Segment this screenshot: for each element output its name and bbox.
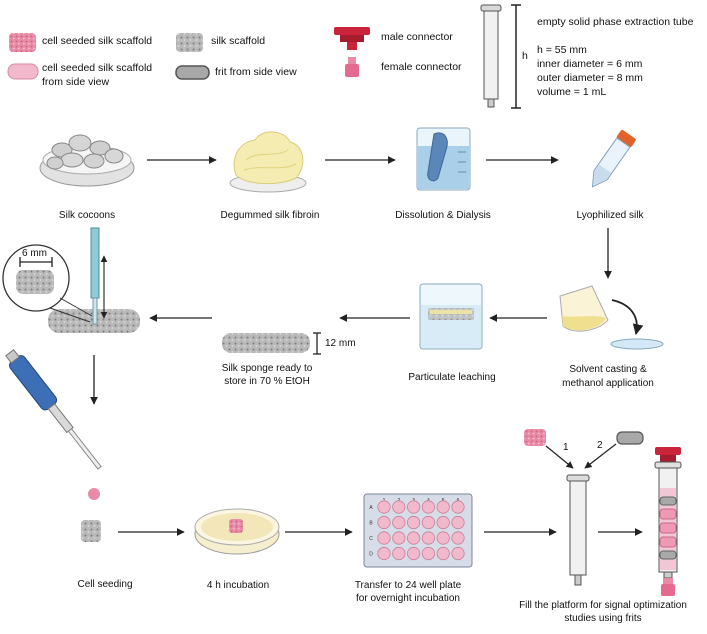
plate-well — [392, 531, 406, 545]
plate-well — [451, 515, 465, 530]
well-plate-wells: 123456ABCD — [369, 498, 465, 561]
label-lyophilized: Lyophilized silk — [576, 210, 644, 221]
silk-scaffold-swatch — [176, 33, 203, 52]
silk-sponge-illustration — [222, 332, 321, 355]
plate-well — [377, 500, 391, 514]
spe-spec-inner: inner diameter = 6 mm — [537, 58, 643, 70]
label-solvent-1: Solvent casting & — [569, 364, 647, 375]
label-transfer-2: for overnight incubation — [356, 593, 460, 604]
plate-well — [436, 531, 450, 545]
petri-dish-illustration — [194, 508, 280, 555]
plate-well — [392, 515, 406, 530]
plate-well — [406, 531, 421, 545]
label-sponge-height: 12 mm — [325, 338, 356, 349]
label-solvent-2: methanol application — [562, 378, 654, 389]
silk-cocoons-illustration — [39, 134, 135, 187]
plate-well — [421, 515, 435, 530]
plate-well — [406, 515, 421, 530]
plate-well — [436, 546, 450, 561]
punch-illustration — [2, 227, 140, 333]
plate-well — [421, 500, 435, 514]
plate-well — [377, 531, 391, 545]
spe-tube-title: empty solid phase extraction tube — [537, 16, 694, 28]
plate-well — [451, 531, 465, 545]
degummed-fibroin-illustration — [229, 131, 307, 193]
plate-row-label: D — [369, 552, 373, 558]
spe-tube-illustration — [480, 4, 521, 109]
label-sponge-2: store in 70 % EtOH — [224, 376, 310, 387]
pipette-illustration — [5, 349, 102, 500]
spe-tube-empty-illustration — [524, 429, 644, 586]
plate-well — [392, 500, 406, 514]
plate-well — [451, 500, 465, 514]
plate-well — [436, 500, 450, 514]
plate-well — [421, 546, 435, 561]
label-fill-1: Fill the platform for signal optimizatio… — [519, 600, 687, 611]
frit-side-swatch — [175, 65, 210, 80]
lyophilized-tube-illustration — [591, 129, 636, 188]
legend-female-connector: female connector — [381, 61, 462, 73]
plate-well — [406, 500, 421, 514]
legend-cell-seeded-scaffold: cell seeded silk scaffold — [42, 35, 153, 47]
legend-male-connector: male connector — [381, 31, 453, 43]
spe-tube-filled-illustration — [654, 447, 682, 596]
label-incubation: 4 h incubation — [206, 580, 270, 591]
plate-row-label: A — [369, 505, 373, 511]
legend-frit-side: frit from side view — [215, 66, 297, 78]
plate-well — [451, 546, 465, 561]
label-dissolution: Dissolution & Dialysis — [395, 210, 491, 221]
spe-spec-outer: outer diameter = 8 mm — [537, 72, 643, 84]
row2-arrows — [90, 314, 547, 405]
label-cell-seeding: Cell seeding — [77, 579, 133, 590]
spe-spec-h: h = 55 mm — [537, 44, 587, 56]
particulate-leaching-illustration — [419, 283, 483, 350]
label-scaffold-diameter: 6 mm — [22, 248, 47, 259]
label-degummed: Degummed silk fibroin — [220, 210, 320, 221]
legend-silk-scaffold: silk scaffold — [211, 35, 266, 47]
row1-arrows — [147, 156, 612, 279]
dissolution-beaker-illustration — [416, 127, 471, 191]
label-transfer-1: Transfer to 24 well plate — [354, 580, 462, 591]
fill-step-2: 2 — [597, 440, 603, 451]
spe-tube-h-symbol: h — [522, 50, 528, 62]
plate-row-label: B — [369, 521, 373, 527]
cell-seeded-side-swatch — [7, 63, 39, 80]
legend-cell-seeded-side-2: from side view — [42, 76, 110, 88]
plate-well — [421, 531, 435, 545]
label-silk-cocoons: Silk cocoons — [58, 210, 116, 221]
cell-seeded-scaffold-swatch — [9, 33, 36, 52]
label-fill-2: studies using frits — [564, 613, 642, 624]
male-connector-icon — [334, 27, 370, 50]
female-connector-icon — [345, 57, 359, 77]
plate-well — [377, 546, 391, 561]
spe-spec-volume: volume = 1 mL — [537, 86, 607, 98]
fill-step-1: 1 — [563, 442, 569, 453]
plate-row-label: C — [369, 536, 373, 542]
seeded-scaffold-small — [81, 520, 101, 542]
plate-well — [406, 546, 421, 561]
plate-well — [392, 546, 406, 561]
label-leaching: Particulate leaching — [408, 372, 496, 383]
legend-cell-seeded-side: cell seeded silk scaffold — [42, 62, 153, 74]
plate-well — [377, 515, 391, 530]
plate-well — [436, 515, 450, 530]
legend — [7, 27, 370, 80]
solvent-casting-illustration — [559, 285, 664, 350]
label-sponge-1: Silk sponge ready to — [221, 363, 313, 374]
